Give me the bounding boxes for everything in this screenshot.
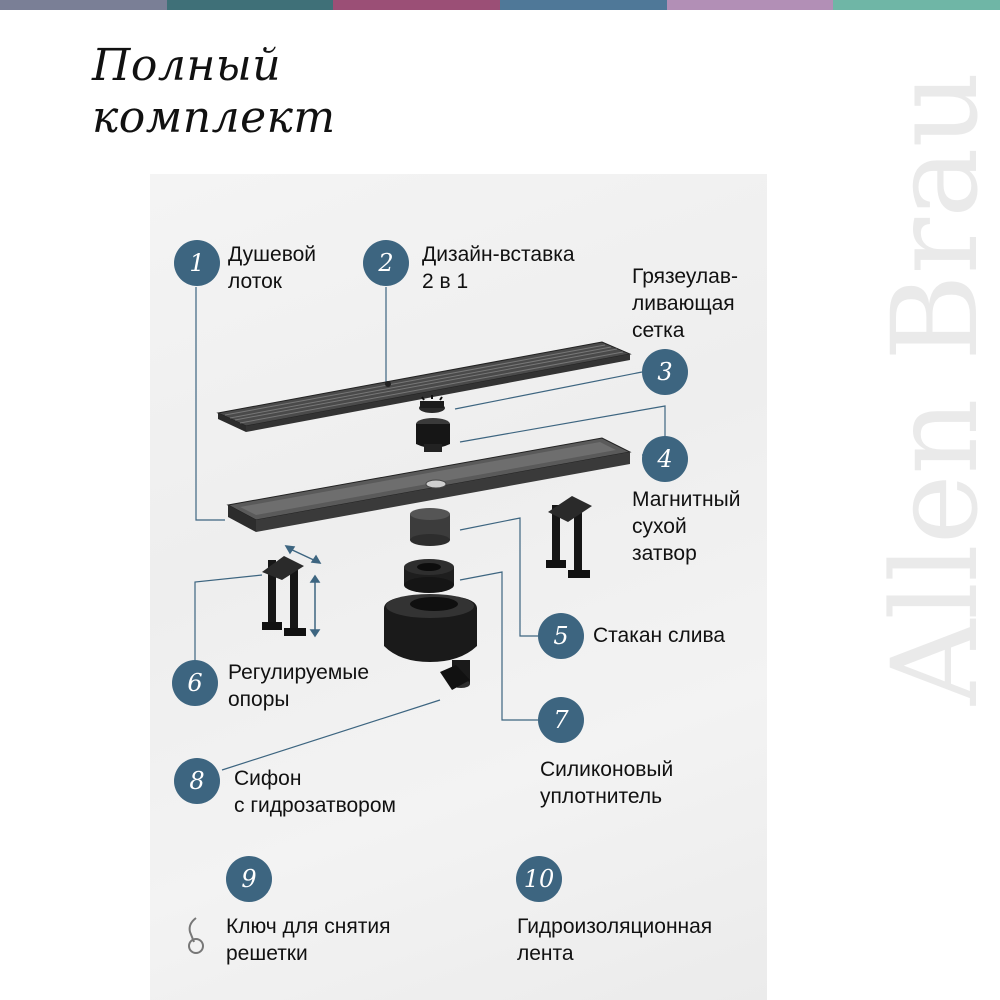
- stripe: [0, 0, 167, 10]
- siphon: [384, 594, 477, 690]
- label-shower-channel: Душевой лоток: [228, 241, 316, 295]
- label-line: Силиконовый: [540, 758, 674, 781]
- badge-4: 4: [642, 436, 688, 482]
- label-siphon: Сифон с гидрозатвором: [234, 765, 396, 819]
- strainer: [419, 395, 445, 413]
- label-line: Сифон: [234, 767, 302, 790]
- label-line: Гидроизоляционная: [517, 915, 713, 938]
- badge-9: 9: [226, 856, 272, 902]
- label-line: ливающая: [632, 292, 735, 315]
- label-line: Грязеулав-: [632, 265, 738, 288]
- page-title: Полный комплект: [92, 40, 336, 144]
- stripe: [833, 0, 1000, 10]
- label-line: 2 в 1: [422, 270, 469, 293]
- label-line: лента: [517, 942, 574, 965]
- leader-line-5: [459, 517, 538, 637]
- title-line-1: Полный: [92, 40, 282, 91]
- badge-8: 8: [174, 758, 220, 804]
- label-waterproof-tape: Гидроизоляционная лента: [517, 913, 712, 967]
- label-magnetic-trap: Магнитный сухой затвор: [632, 486, 740, 567]
- label-line: уплотнитель: [540, 785, 663, 808]
- badge-3: 3: [642, 349, 688, 395]
- adjustable-legs-left: [262, 545, 322, 638]
- label-line: решетки: [226, 942, 308, 965]
- adjustable-legs-right: [546, 496, 592, 578]
- label-strainer: Грязеулав- ливающая сетка: [632, 263, 738, 344]
- stripe: [500, 0, 667, 10]
- label-line: Магнитный: [632, 488, 741, 511]
- label-line: сетка: [632, 319, 685, 342]
- drain-cup: [410, 508, 450, 546]
- stripe: [333, 0, 501, 10]
- leader-line-8: [221, 699, 441, 771]
- label-line: сухой: [632, 515, 687, 538]
- label-removal-key: Ключ для снятия решетки: [226, 913, 390, 967]
- leader-line-7: [459, 571, 538, 721]
- label-line: опоры: [228, 688, 290, 711]
- badge-6: 6: [172, 660, 218, 706]
- label-line: лоток: [228, 270, 282, 293]
- stripe: [166, 0, 334, 10]
- badge-7: 7: [538, 697, 584, 743]
- badge-2: 2: [363, 240, 409, 286]
- label-line: Дизайн-вставка: [422, 243, 575, 266]
- badge-10: 10: [516, 856, 562, 902]
- top-color-stripes: [0, 0, 1000, 10]
- leader-line-1: [195, 287, 225, 521]
- label-line: Стакан слива: [593, 624, 726, 647]
- silicone-seal: [404, 559, 454, 593]
- title-line-2: комплект: [92, 92, 336, 143]
- label-silicone-seal: Силиконовый уплотнитель: [540, 756, 673, 810]
- leader-lines: [194, 287, 666, 771]
- label-line: с гидрозатвором: [234, 794, 396, 817]
- badge-1: 1: [174, 240, 220, 286]
- label-line: Душевой: [228, 243, 317, 266]
- label-design-insert: Дизайн-вставка 2 в 1: [422, 241, 575, 295]
- leader-line-3: [454, 371, 643, 410]
- label-line: Регулируемые: [228, 661, 370, 684]
- stripe: [666, 0, 834, 10]
- label-line: затвор: [632, 542, 697, 565]
- magnetic-trap: [416, 418, 450, 452]
- design-insert-grate: [216, 341, 632, 432]
- shower-channel: [226, 437, 632, 532]
- removal-key-icon: [188, 917, 204, 954]
- label-drain-cup: Стакан слива: [593, 622, 725, 649]
- badge-5: 5: [538, 613, 584, 659]
- leader-line-6: [194, 574, 263, 660]
- label-adjustable-legs: Регулируемые опоры: [228, 659, 369, 713]
- label-line: Ключ для снятия: [226, 915, 391, 938]
